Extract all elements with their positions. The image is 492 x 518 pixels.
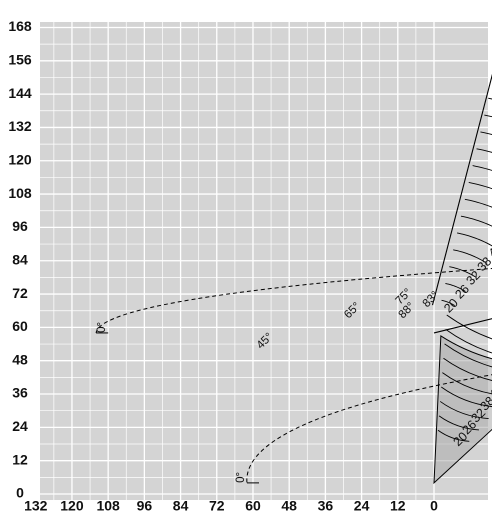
x-tick-label: 12	[390, 498, 406, 514]
y-tick-label: 48	[12, 351, 28, 367]
jib-sector	[433, 335, 492, 485]
y-tick-label: 12	[12, 451, 28, 467]
y-tick-label: 60	[12, 318, 28, 334]
boom-15-deg-line	[433, 318, 492, 334]
jib-arc	[442, 372, 492, 395]
jib-arc	[446, 314, 492, 340]
y-tick-label: 0	[16, 485, 24, 501]
y-tick-label: 132	[8, 118, 32, 134]
x-tick-label: 0	[430, 498, 438, 514]
length-arc	[472, 165, 492, 171]
jib-arc	[439, 401, 489, 420]
jib-angle-0: 0°	[235, 472, 247, 483]
length-arc	[476, 148, 492, 153]
jib-length-label: 38	[478, 394, 492, 414]
envelope-right-edge	[431, 73, 492, 306]
y-tick-label: 108	[8, 185, 32, 201]
y-tick-label: 156	[8, 51, 32, 67]
y-tick-label: 144	[8, 85, 32, 101]
jib-length-label: 44	[487, 382, 492, 402]
jib-arc	[437, 429, 470, 442]
jib-arc	[444, 343, 492, 368]
x-tick-label: 60	[245, 498, 261, 514]
x-tick-label: 108	[96, 498, 120, 514]
length-arc	[453, 249, 488, 264]
x-tick-label: 24	[354, 498, 370, 514]
y-tick-label: 168	[8, 18, 32, 34]
jib-arc	[441, 386, 492, 408]
length-arc	[460, 215, 492, 227]
y-tick-label: 96	[12, 218, 28, 234]
x-tick-label: 120	[60, 498, 84, 514]
y-tick-label: 84	[12, 251, 28, 267]
jib-arc	[443, 357, 492, 381]
jib-arc	[438, 415, 479, 431]
x-tick-label: 84	[173, 498, 189, 514]
length-label: 38	[475, 254, 492, 274]
x-tick-label: 36	[318, 498, 334, 514]
x-tick-label: 132	[24, 498, 48, 514]
y-tick-label: 24	[12, 418, 28, 434]
angle-mark-0: 0°	[96, 322, 108, 333]
length-arc	[445, 283, 466, 292]
jib-arc	[445, 329, 492, 354]
length-arc	[456, 232, 492, 247]
y-tick-label: 36	[12, 385, 28, 401]
length-arc	[449, 266, 477, 278]
length-arc	[468, 182, 492, 190]
y-tick-label: 120	[8, 151, 32, 167]
y-tick-label: 72	[12, 285, 28, 301]
grid	[17, 22, 488, 500]
x-tick-label: 96	[137, 498, 153, 514]
jib-swing-dashed	[246, 374, 492, 483]
x-tick-label: 48	[281, 498, 297, 514]
length-arc	[441, 299, 456, 307]
length-label: 44	[486, 240, 492, 260]
length-arc	[464, 198, 492, 208]
x-tick-label: 72	[209, 498, 225, 514]
main-swing-dashed	[95, 268, 492, 334]
length-arc	[488, 97, 492, 100]
